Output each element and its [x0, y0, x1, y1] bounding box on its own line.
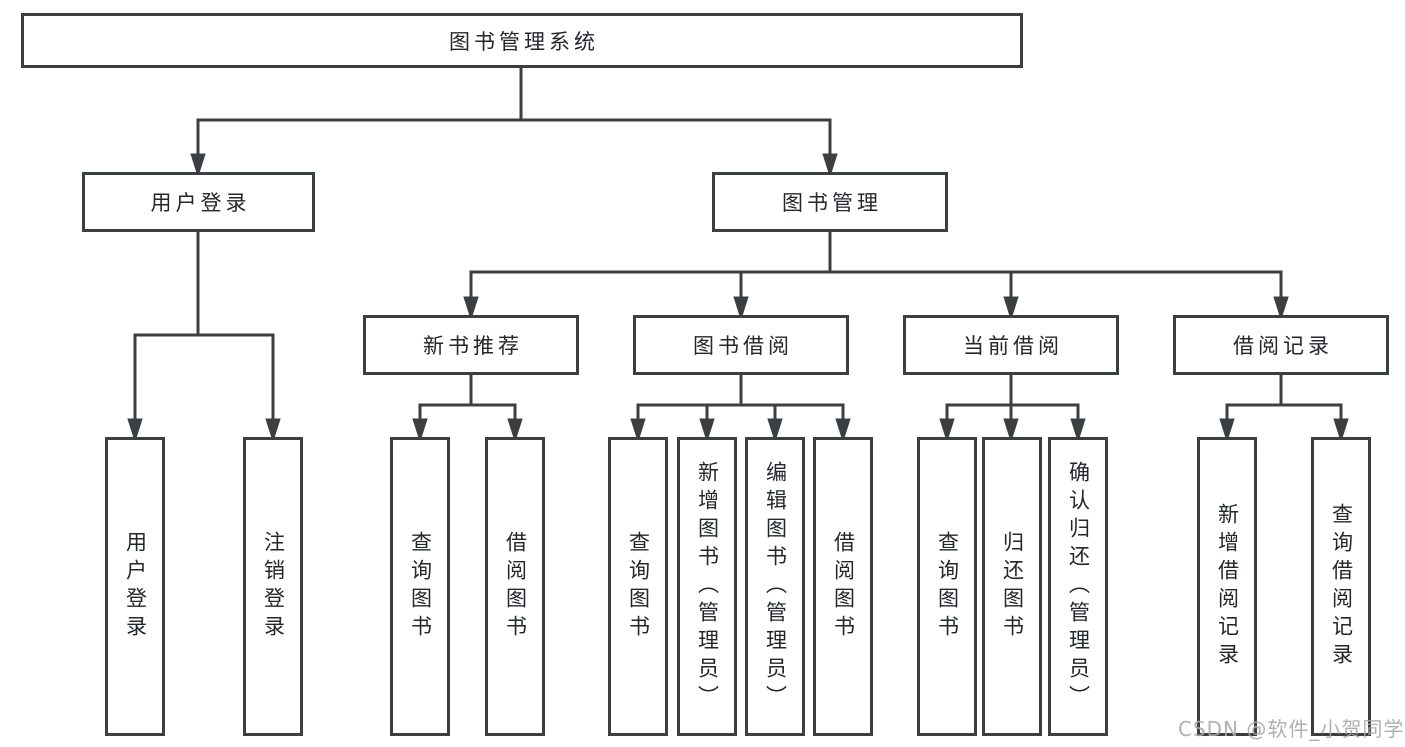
leaf-logout: 注销登录	[243, 437, 303, 736]
arrowhead-down	[939, 418, 955, 443]
leaf-query-book-recommend: 查询图书	[390, 437, 450, 736]
leaf-query-borrow-record: 查询借阅记录	[1311, 437, 1371, 736]
node-book-borrow: 图书借阅	[633, 315, 849, 375]
node-borrow-record-label: 借阅记录	[1233, 334, 1333, 358]
arrowhead-down	[463, 296, 479, 321]
leaf-return-book: 归还图书	[982, 437, 1042, 736]
connector-current-borrow-children	[939, 375, 1086, 443]
arrowhead-down	[630, 418, 646, 443]
node-root: 图书管理系统	[21, 13, 1023, 68]
arrowhead-down	[265, 418, 281, 443]
leaf-borrow-book-label: 借阅图书	[831, 530, 856, 643]
arrowhead-down	[835, 418, 851, 443]
arrowhead-down	[767, 418, 783, 443]
arrowhead-down	[412, 418, 428, 443]
leaf-query-book-recommend-label: 查询图书	[408, 530, 433, 643]
arrowhead-down	[699, 418, 715, 443]
node-new-book-recommend: 新书推荐	[363, 315, 579, 375]
arrowhead-down	[1219, 418, 1235, 443]
leaf-query-borrow-record-label: 查询借阅记录	[1329, 502, 1354, 671]
arrowhead-down	[1070, 418, 1086, 443]
node-current-borrow-label: 当前借阅	[963, 334, 1063, 358]
leaf-confirm-return-admin-label: 确认归还（管理员）	[1066, 460, 1091, 713]
leaf-user-login-label: 用户登录	[123, 530, 148, 643]
leaf-query-book-current: 查询图书	[917, 437, 977, 736]
leaf-user-login: 用户登录	[105, 437, 165, 736]
node-user-login: 用户登录	[82, 172, 315, 232]
leaf-logout-label: 注销登录	[261, 530, 286, 643]
connector-borrow-record-children	[1219, 375, 1349, 443]
leaf-borrow-book: 借阅图书	[813, 437, 873, 736]
arrowhead-down	[1333, 418, 1349, 443]
leaf-query-book-borrow: 查询图书	[608, 437, 668, 736]
arrowhead-down	[190, 153, 206, 178]
leaf-borrow-book-recommend: 借阅图书	[485, 437, 545, 736]
leaf-borrow-book-recommend-label: 借阅图书	[503, 530, 528, 643]
csdn-watermark: CSDN @软件_小贺同学	[1178, 717, 1405, 741]
connector-book-management-children	[463, 232, 1289, 321]
arrowhead-down	[733, 296, 749, 321]
arrowhead-down	[1003, 296, 1019, 321]
node-root-label: 图书管理系统	[449, 29, 599, 54]
leaf-add-book-admin-label: 新增图书（管理员）	[695, 460, 720, 713]
node-book-borrow-label: 图书借阅	[693, 334, 793, 358]
leaf-edit-book-admin-label: 编辑图书（管理员）	[763, 460, 788, 713]
connector-new-book-recommend-children	[412, 375, 523, 443]
connector-root-to-level2	[190, 68, 838, 178]
leaf-return-book-label: 归还图书	[1000, 530, 1025, 643]
node-borrow-record: 借阅记录	[1173, 315, 1389, 375]
connector-book-borrow-children	[630, 375, 851, 443]
arrowhead-down	[822, 153, 838, 178]
arrowhead-down	[1003, 418, 1019, 443]
leaf-add-borrow-record: 新增借阅记录	[1197, 437, 1257, 736]
arrowhead-down	[127, 418, 143, 443]
leaf-confirm-return-admin: 确认归还（管理员）	[1048, 437, 1108, 736]
leaf-add-borrow-record-label: 新增借阅记录	[1215, 502, 1240, 671]
node-user-login-label: 用户登录	[150, 191, 251, 215]
node-current-borrow: 当前借阅	[903, 315, 1119, 375]
leaf-add-book-admin: 新增图书（管理员）	[677, 437, 737, 736]
arrowhead-down	[1273, 296, 1289, 321]
node-new-book-recommend-label: 新书推荐	[423, 334, 523, 358]
leaf-edit-book-admin: 编辑图书（管理员）	[745, 437, 805, 736]
connector-user-login-children	[127, 232, 281, 443]
node-book-management-label: 图书管理	[782, 191, 882, 215]
arrowhead-down	[507, 418, 523, 443]
leaf-query-book-current-label: 查询图书	[935, 530, 960, 643]
node-book-management: 图书管理	[712, 172, 948, 232]
leaf-query-book-borrow-label: 查询图书	[626, 530, 651, 643]
